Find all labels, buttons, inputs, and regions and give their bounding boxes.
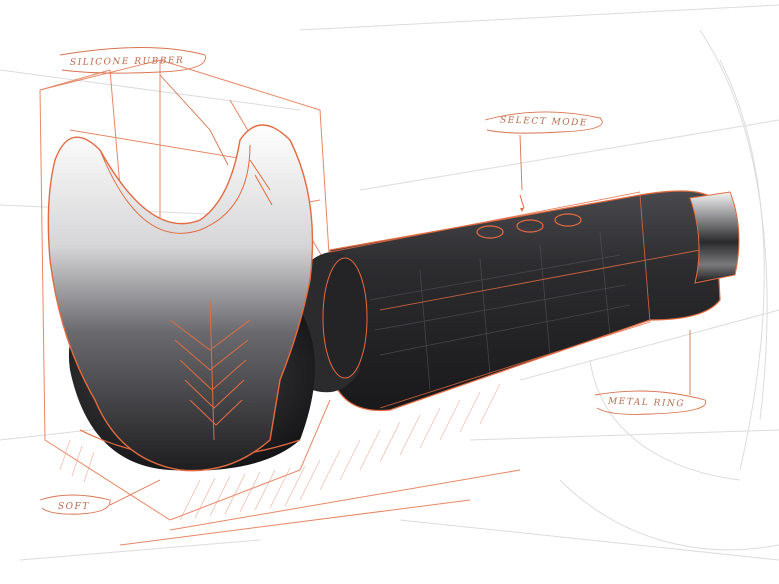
leader-lines xyxy=(39,47,707,515)
shadow-hatching xyxy=(59,383,501,521)
control-buttons-icon xyxy=(476,194,582,239)
silicone-head xyxy=(47,124,314,472)
handle-body xyxy=(300,190,721,412)
metal-cap-icon xyxy=(689,191,740,284)
construction-lines xyxy=(0,4,779,561)
annotation-silicone-rubber: Silicone Rubber xyxy=(69,56,185,68)
annotation-soft: Soft xyxy=(58,502,90,512)
